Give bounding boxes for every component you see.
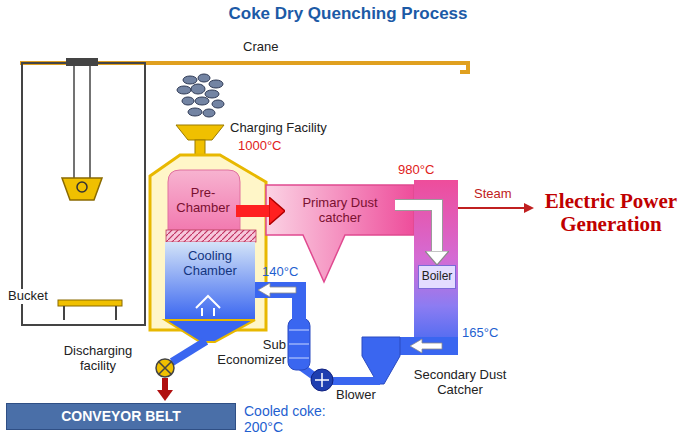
steam-line (458, 207, 524, 209)
illustration-part (188, 108, 202, 116)
illustration-part (212, 100, 224, 108)
node-text: Boiler (422, 270, 453, 284)
part-label: Electric Power Generation (532, 190, 690, 236)
part-label: 1000°C (238, 139, 282, 154)
blower-blades (315, 373, 329, 387)
air-distributor (196, 296, 220, 316)
illustration-part (177, 86, 191, 94)
discharge-arrow (162, 378, 168, 390)
flow-connector (395, 205, 437, 251)
part-label: Blower (336, 388, 376, 403)
cooling-chamber-shape (165, 242, 255, 320)
part-label: Discharging facility (48, 344, 148, 374)
part-label: Crane (243, 40, 278, 55)
bucket-shape (62, 178, 102, 200)
vessel-shell (150, 155, 266, 330)
pre-chamber-shape (168, 170, 240, 230)
bucket-platform (58, 300, 122, 306)
blower-shape (311, 369, 333, 391)
charging-spout (195, 140, 205, 155)
part-label: Sub Economizer (206, 338, 286, 368)
sub-economizer-shape (288, 318, 310, 370)
illustration-part (195, 97, 209, 105)
part-label: Secondary Dust Catcher (405, 368, 515, 398)
crane-cable (89, 66, 91, 178)
boiler-box: Boiler (418, 265, 456, 289)
valve-cross (159, 362, 171, 374)
platform-post (115, 306, 117, 320)
chamber-label-box: Pre-Chamber (170, 176, 236, 226)
crane-tower (22, 63, 145, 325)
illustration-part (182, 97, 194, 105)
node-text: Primary Dust catcher (287, 196, 393, 226)
charging-hopper (176, 125, 224, 140)
part-label: 140°C (262, 265, 298, 280)
illustration-part (198, 74, 210, 82)
vessel-cone (165, 320, 255, 342)
illustration-part (183, 76, 197, 84)
blower-pipe (330, 377, 380, 385)
coke-pile (177, 74, 224, 117)
connector-line (395, 205, 437, 251)
part-label: Charging Facility (230, 121, 327, 136)
flow-arrow (258, 283, 296, 297)
return-inlet-duct (255, 282, 306, 298)
node-text: CONVEYOR BELT (61, 408, 181, 424)
connector-line (236, 205, 269, 217)
secondary-dust-catcher-shape (362, 337, 400, 384)
flow-arrow (410, 339, 442, 353)
steam-arrow-head (524, 203, 534, 213)
flow-connector (236, 211, 269, 212)
bucket-hook (77, 182, 87, 192)
conveyor-belt: CONVEYOR BELT (6, 403, 236, 430)
node-text: Cooling Chamber (167, 249, 253, 279)
sub-economizer-bands (289, 330, 309, 358)
illustration-part (203, 109, 215, 117)
crane-cable (73, 66, 75, 178)
connector-outline (395, 205, 437, 251)
discharge-chute (172, 341, 206, 362)
part-label: 165°C (462, 326, 498, 341)
platform-post (63, 306, 65, 320)
part-label: Bucket (6, 289, 50, 304)
node-text: Pre-Chamber (172, 186, 234, 216)
part-label: 980°C (398, 163, 434, 178)
illustration-part (191, 84, 205, 94)
discharge-arrow-head (157, 390, 173, 401)
illustration-part (209, 80, 223, 88)
discharge-valve (156, 359, 174, 377)
chamber-label-box: Cooling Chamber (165, 244, 255, 284)
crane-trolley (66, 58, 98, 66)
dust-catcher-box: Primary Dust catcher (285, 192, 395, 230)
diagram-title: Coke Dry Quenching Process (0, 4, 696, 24)
hatched-band (166, 230, 256, 242)
part-label: Cooled coke: 200°C (244, 403, 340, 435)
part-label: Steam (474, 187, 512, 202)
illustration-part (205, 90, 219, 98)
